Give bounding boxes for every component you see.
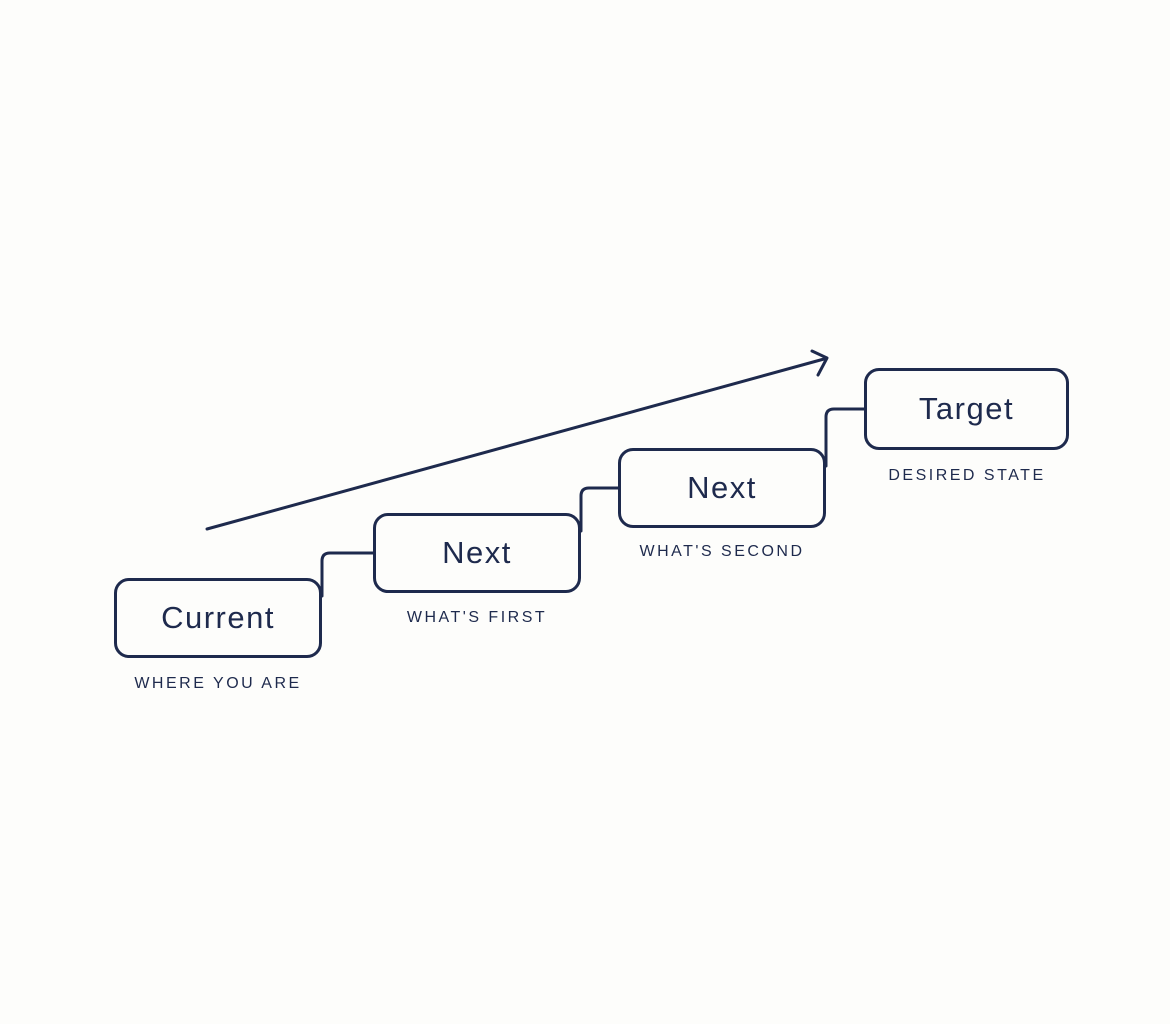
step-caption-current: WHERE YOU ARE xyxy=(134,675,302,692)
step-caption-target: DESIRED STATE xyxy=(888,467,1046,484)
trend-arrow-head-icon xyxy=(810,349,829,377)
step-caption-next-1: WHAT'S FIRST xyxy=(406,609,548,626)
step-label-current: Current xyxy=(161,600,275,635)
step-box-next-1: Next xyxy=(373,513,581,593)
connector-current-to-next1 xyxy=(320,551,377,598)
connector-next2-to-target xyxy=(824,407,868,468)
step-box-target: Target xyxy=(864,368,1069,450)
step-caption-next-2: WHAT'S SECOND xyxy=(639,543,805,560)
trend-arrow-line xyxy=(205,357,826,531)
connector-next1-to-next2 xyxy=(579,486,622,533)
step-label-next-1: Next xyxy=(442,535,512,570)
step-label-target: Target xyxy=(918,391,1015,426)
step-box-next-2: Next xyxy=(618,448,826,528)
step-label-next-2: Next xyxy=(687,470,757,505)
step-box-current: Current xyxy=(114,578,322,658)
